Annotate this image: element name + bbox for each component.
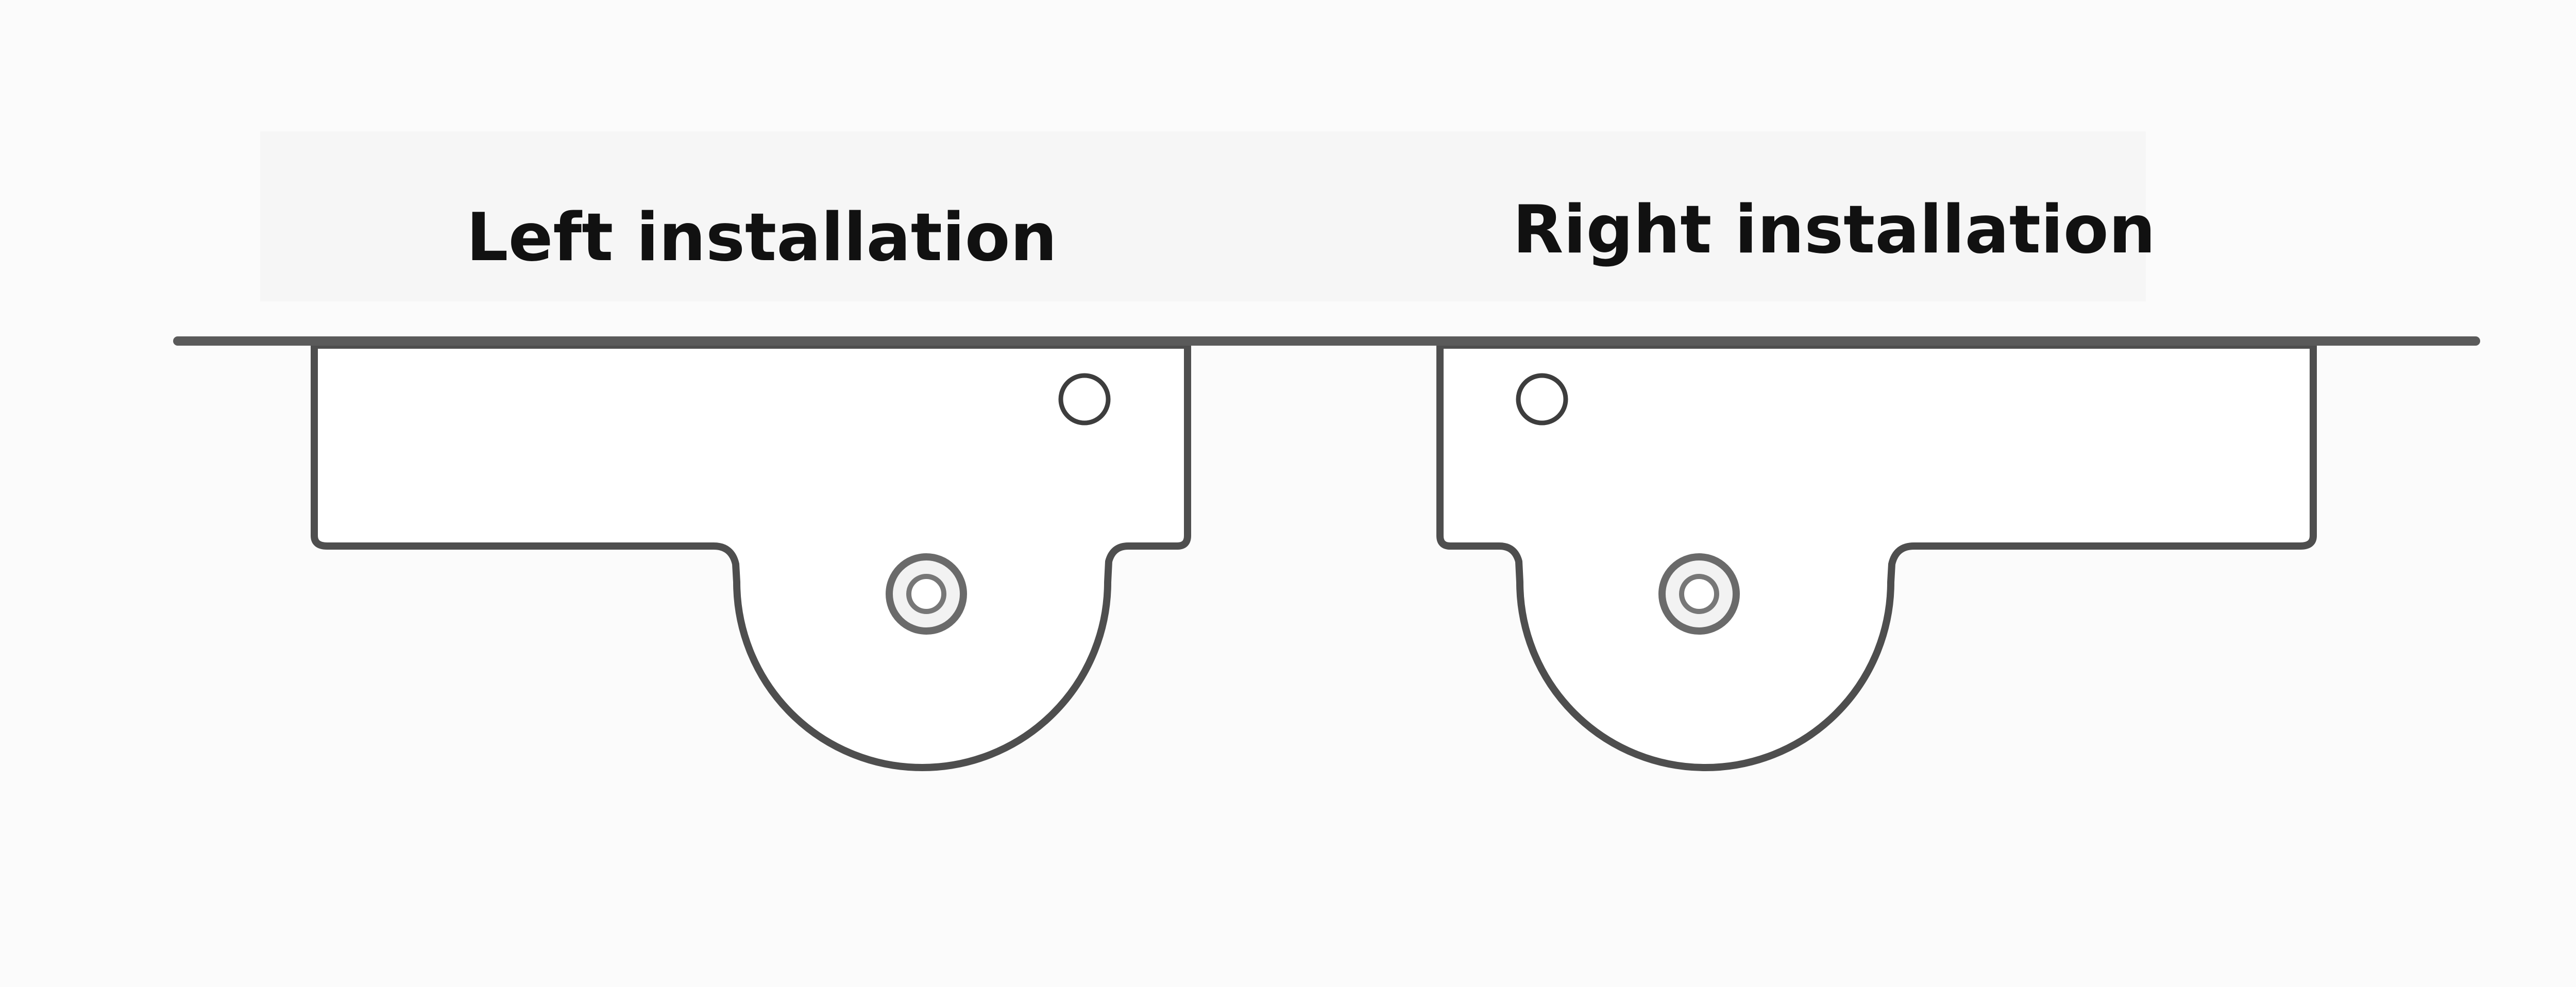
right-bracket-outline bbox=[1436, 342, 2317, 771]
left-bracket-outline bbox=[311, 342, 1191, 771]
right-installation-label: Right installation bbox=[1513, 192, 2156, 268]
right-screw-hole bbox=[1516, 373, 1568, 426]
title-band bbox=[260, 131, 2146, 301]
left-screw-hole bbox=[1058, 373, 1111, 426]
right-wheel-axle-hole bbox=[1679, 574, 1719, 614]
left-wheel-axle-hole bbox=[906, 574, 946, 614]
left-installation-label: Left installation bbox=[466, 199, 1057, 276]
